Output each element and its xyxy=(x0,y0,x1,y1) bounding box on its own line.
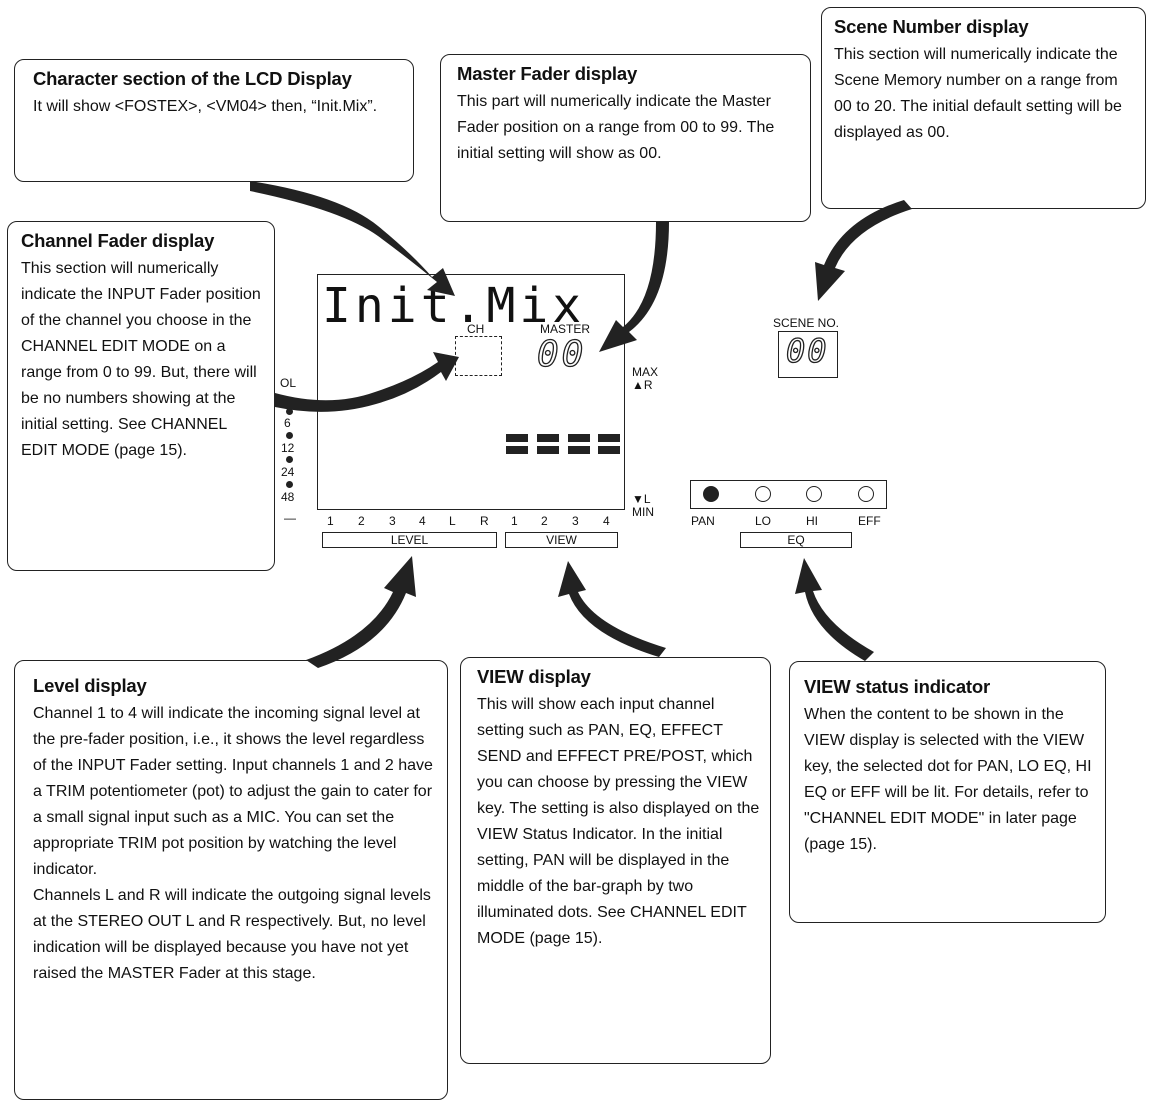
channel-number: 3 xyxy=(572,514,579,528)
callout-body: This will show each input channel settin… xyxy=(477,696,760,947)
callout-character-section: Character section of the LCD Display It … xyxy=(14,59,414,182)
view-bar xyxy=(568,434,590,442)
view-bar xyxy=(537,446,559,454)
status-label: LO xyxy=(755,514,772,528)
view-bar xyxy=(506,434,528,442)
channel-fader-box xyxy=(455,336,502,376)
callout-title: Channel Fader display xyxy=(21,230,215,251)
status-dot-eff xyxy=(858,486,874,502)
channel-number: L xyxy=(449,514,456,528)
callout-body: Channel 1 to 4 will indicate the incomin… xyxy=(33,705,433,878)
callout-body: When the content to be shown in the VIEW… xyxy=(804,706,1092,853)
meter-scale-label: — xyxy=(284,511,296,525)
status-dot-hi xyxy=(806,486,822,502)
lcd-frame xyxy=(317,274,625,510)
channel-number: 4 xyxy=(603,514,610,528)
view-bar xyxy=(598,434,620,442)
meter-dot xyxy=(286,408,293,415)
channel-number: 2 xyxy=(541,514,548,528)
view-status-indicator-box xyxy=(690,480,887,509)
meter-dot xyxy=(286,481,293,488)
scene-number-value: 00 xyxy=(785,331,829,370)
meter-scale-label: OL xyxy=(280,376,297,390)
callout-master-fader: Master Fader display This part will nume… xyxy=(440,54,811,222)
status-label: PAN xyxy=(691,514,715,528)
callout-title: Level display xyxy=(33,675,147,696)
meter-scale-label: 12 xyxy=(281,441,295,455)
callout-level-display: Level display Channel 1 to 4 will indica… xyxy=(14,660,448,1100)
callout-view-status: VIEW status indicator When the content t… xyxy=(789,661,1106,923)
l-label: ▼L xyxy=(632,492,651,506)
scene-no-label: SCENE NO. xyxy=(773,316,840,330)
lcd-character-text: Init.Mix xyxy=(322,278,586,334)
meter-dot xyxy=(286,432,293,439)
min-label: MIN xyxy=(632,505,654,519)
channel-number: 4 xyxy=(419,514,426,528)
status-dot-pan xyxy=(703,486,719,502)
view-bar xyxy=(598,446,620,454)
callout-title: Master Fader display xyxy=(457,63,638,84)
level-box: LEVEL xyxy=(322,532,497,548)
callout-body: This part will numerically indicate the … xyxy=(457,93,775,162)
callout-title: VIEW display xyxy=(477,666,591,687)
master-label: MASTER xyxy=(540,322,591,336)
callout-channel-fader: Channel Fader display This section will … xyxy=(7,221,275,571)
meter-scale-label: 6 xyxy=(284,416,291,430)
channel-number: 3 xyxy=(389,514,396,528)
scene-number-box xyxy=(778,331,838,378)
callout-title: Scene Number display xyxy=(834,16,1029,37)
eq-box: EQ xyxy=(740,532,852,548)
callout-body: It will show <FOSTEX>, <VM04> then, “Ini… xyxy=(33,98,378,115)
max-label: MAX xyxy=(632,365,659,379)
view-bar xyxy=(537,434,559,442)
callout-view-display: VIEW display This will show each input c… xyxy=(460,657,771,1064)
arrow-level xyxy=(306,556,416,668)
channel-number: 2 xyxy=(358,514,365,528)
arrow-scene xyxy=(815,200,912,301)
channel-number: 1 xyxy=(511,514,518,528)
callout-title: Character section of the LCD Display xyxy=(33,68,352,89)
view-bar xyxy=(568,446,590,454)
ch-label: CH xyxy=(467,322,485,336)
channel-number: R xyxy=(480,514,489,528)
status-dot-lo xyxy=(755,486,771,502)
status-label: HI xyxy=(806,514,818,528)
r-label: ▲R xyxy=(632,378,653,392)
arrow-channel xyxy=(275,352,459,412)
arrow-view xyxy=(558,561,666,657)
meter-scale-label: 24 xyxy=(281,465,295,479)
callout-title: VIEW status indicator xyxy=(804,676,990,697)
master-fader-value: 00 xyxy=(536,333,587,375)
status-label: EFF xyxy=(858,514,881,528)
channel-number: 1 xyxy=(327,514,334,528)
arrow-master xyxy=(599,222,669,352)
view-box: VIEW xyxy=(505,532,618,548)
arrow-status xyxy=(795,558,874,661)
view-bar xyxy=(506,446,528,454)
callout-body: This section will numerically indicate t… xyxy=(21,260,261,459)
callout-body: Channels L and R will indicate the outgo… xyxy=(33,887,431,982)
callout-body: This section will numerically indicate t… xyxy=(834,46,1122,141)
meter-scale-label: 48 xyxy=(281,490,295,504)
arrow-character xyxy=(250,181,455,296)
meter-dot xyxy=(286,456,293,463)
callout-scene-number: Scene Number display This section will n… xyxy=(821,7,1146,209)
